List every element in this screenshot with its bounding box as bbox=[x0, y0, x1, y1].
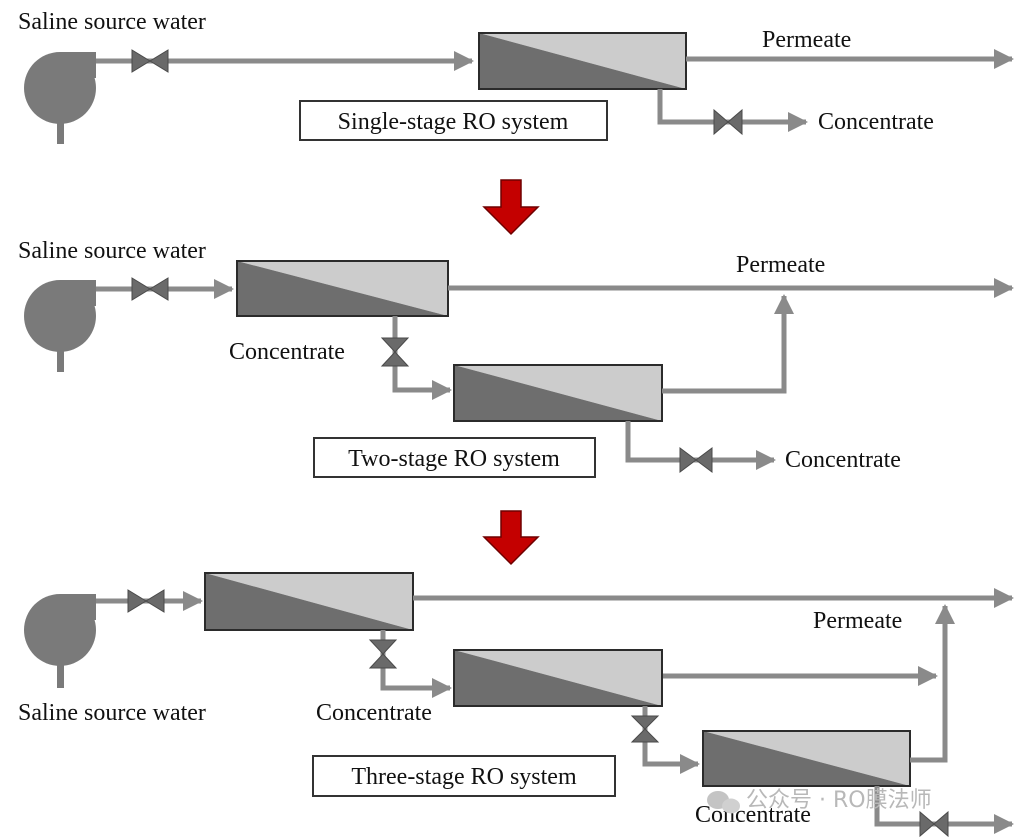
three-feed-valve-icon bbox=[127, 589, 165, 613]
three-interstage1-concentrate-label: Concentrate bbox=[316, 700, 432, 726]
single-feed-valve-icon bbox=[131, 49, 169, 73]
two-pump-icon bbox=[24, 280, 96, 372]
two-interstage-valve-icon bbox=[380, 337, 410, 367]
watermark-text: 公众号 · RO膜法师 bbox=[746, 788, 932, 813]
stage-arrow-2-icon bbox=[482, 510, 540, 566]
three-caption: Three-stage RO system bbox=[351, 764, 577, 790]
three-permeate-collector-pipe bbox=[935, 604, 955, 763]
two-concentrate-label: Concentrate bbox=[785, 447, 901, 473]
single-concentrate-valve-icon bbox=[713, 108, 743, 136]
single-caption-box bbox=[299, 100, 608, 141]
wechat-icon bbox=[707, 791, 740, 814]
two-concentrate-valve-icon bbox=[679, 447, 713, 473]
three-stage2-membrane-icon bbox=[453, 649, 663, 707]
three-stage3-membrane-icon bbox=[702, 730, 911, 787]
three-concentrate-pipe bbox=[874, 786, 1014, 834]
three-interstage1-pipe bbox=[380, 630, 452, 698]
two-permeate-label: Permeate bbox=[736, 252, 825, 278]
single-concentrate-label: Concentrate bbox=[818, 109, 934, 135]
single-pump-icon bbox=[24, 52, 96, 144]
two-stage2-permeate-pipe bbox=[662, 294, 794, 394]
single-stage-system: Saline source water Permeate Concentrate… bbox=[18, 9, 1014, 144]
two-interstage-pipe bbox=[392, 316, 452, 400]
two-interstage-concentrate-label: Concentrate bbox=[229, 339, 345, 365]
single-concentrate-pipe bbox=[657, 89, 808, 132]
two-concentrate-pipe bbox=[625, 421, 776, 470]
two-source-label: Saline source water bbox=[18, 238, 206, 264]
three-stage-system: Saline source water Permeate Concentrate bbox=[18, 572, 1014, 838]
three-pump-icon bbox=[24, 594, 96, 688]
watermark: 公众号 · RO膜法师 bbox=[707, 788, 932, 814]
three-caption-box bbox=[312, 755, 616, 797]
two-caption: Two-stage RO system bbox=[348, 446, 560, 472]
stage-arrow-1-icon bbox=[482, 179, 540, 236]
three-interstage1-valve-icon bbox=[368, 639, 398, 669]
two-stage1-membrane-icon bbox=[236, 260, 449, 317]
two-stage2-membrane-icon bbox=[453, 364, 663, 422]
three-permeate-label: Permeate bbox=[813, 608, 902, 634]
single-caption: Single-stage RO system bbox=[338, 109, 569, 135]
single-membrane-icon bbox=[478, 32, 687, 90]
three-interstage2-valve-icon bbox=[630, 715, 660, 743]
two-stage-system: Saline source water Permeate Concentrate bbox=[18, 238, 1014, 478]
single-permeate-label: Permeate bbox=[762, 27, 851, 53]
three-concentrate-valve-icon bbox=[919, 810, 949, 838]
two-feed-valve-icon bbox=[131, 277, 169, 301]
three-source-label: Saline source water bbox=[18, 700, 206, 726]
two-caption-box bbox=[313, 437, 596, 478]
three-interstage2-pipe bbox=[642, 706, 700, 774]
three-stage1-membrane-icon bbox=[204, 572, 414, 631]
single-source-label: Saline source water bbox=[18, 9, 206, 35]
